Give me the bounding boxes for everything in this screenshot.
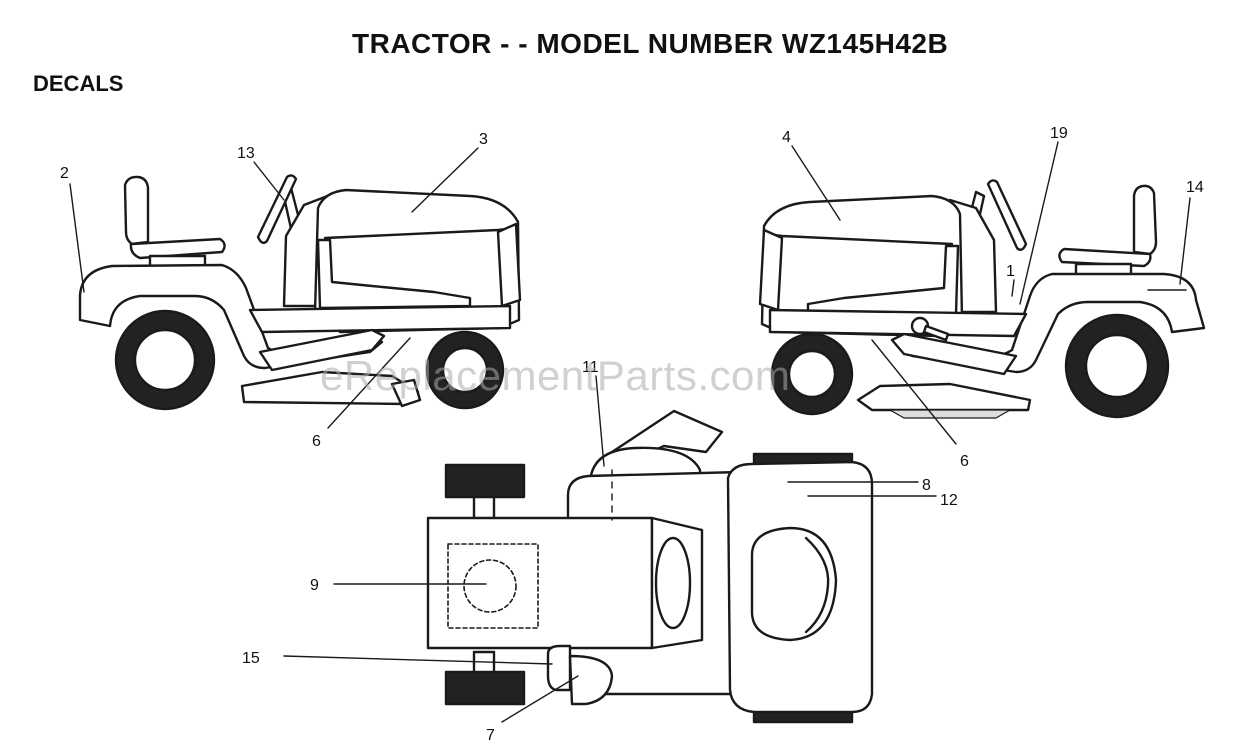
callout-labels: 2 13 3 6 4 19 14 1 6 11 8 12 9 15 7 bbox=[60, 125, 1204, 744]
seat-top-inner bbox=[804, 536, 830, 634]
leader-6-right bbox=[871, 339, 957, 445]
frame-rail bbox=[768, 308, 1028, 338]
callout-7: 7 bbox=[486, 727, 495, 744]
deck-underside bbox=[889, 409, 1011, 419]
leader-3 bbox=[411, 147, 479, 213]
rear-wheel-rim bbox=[1084, 333, 1150, 399]
seat-top bbox=[750, 526, 838, 642]
front-round bbox=[568, 654, 614, 706]
mower-deck bbox=[856, 382, 1032, 412]
hood-decal-outline bbox=[447, 543, 539, 629]
seat-cushion bbox=[129, 237, 226, 260]
deck-chute bbox=[390, 378, 422, 408]
callout-1: 1 bbox=[1006, 263, 1015, 280]
callout-9: 9 bbox=[310, 577, 319, 594]
watermark-text: eReplacementParts.com bbox=[320, 352, 791, 399]
section-heading: DECALS bbox=[33, 71, 124, 96]
front-wheel-rim bbox=[787, 349, 837, 399]
callout-8: 8 bbox=[922, 477, 931, 494]
front-left-tire bbox=[444, 463, 526, 499]
leader-7 bbox=[501, 675, 579, 723]
front-grille-top bbox=[546, 644, 572, 692]
hood-decal-circle bbox=[463, 559, 517, 613]
front-right-tire bbox=[444, 670, 526, 706]
right-side-view-tractor bbox=[758, 179, 1206, 419]
callout-14: 14 bbox=[1186, 179, 1204, 196]
page-title: TRACTOR - - MODEL NUMBER WZ145H42B bbox=[352, 28, 949, 59]
footrest bbox=[258, 328, 386, 372]
steering-wheel bbox=[986, 179, 1028, 251]
callout-15: 15 bbox=[242, 650, 260, 667]
top-view-tractor bbox=[426, 409, 874, 724]
frame-rail bbox=[248, 304, 512, 334]
front-wheel-rim bbox=[441, 346, 489, 394]
callout-6-right: 6 bbox=[960, 453, 969, 470]
leader-14 bbox=[1179, 197, 1191, 285]
rear-fender bbox=[78, 263, 384, 370]
callout-12: 12 bbox=[940, 492, 958, 509]
leader-2 bbox=[69, 183, 85, 293]
seat-back bbox=[1132, 184, 1158, 256]
front-left-spindle bbox=[472, 495, 496, 521]
rear-wheel-rim bbox=[133, 328, 197, 392]
leader-lines bbox=[69, 141, 1191, 723]
leader-6-left bbox=[327, 337, 411, 429]
hood-top bbox=[426, 516, 654, 650]
grille bbox=[758, 228, 784, 312]
leader-19 bbox=[1019, 141, 1059, 305]
callout-2: 2 bbox=[60, 165, 69, 182]
callout-13: 13 bbox=[237, 145, 255, 162]
seat-back bbox=[123, 175, 150, 246]
dash-oval bbox=[654, 536, 692, 630]
leader-11 bbox=[595, 375, 605, 467]
callout-6-left: 6 bbox=[312, 433, 321, 450]
callout-3: 3 bbox=[479, 131, 488, 148]
leader-4 bbox=[791, 145, 841, 221]
leader-1 bbox=[1011, 279, 1015, 297]
seat-cushion bbox=[1058, 247, 1152, 268]
steering-wheel bbox=[256, 174, 298, 244]
callout-4: 4 bbox=[782, 129, 791, 146]
leader-13 bbox=[253, 161, 285, 201]
lift-lever-arm bbox=[922, 324, 950, 342]
footrest bbox=[890, 332, 1018, 376]
grille bbox=[496, 222, 522, 308]
left-side-view-tractor bbox=[78, 174, 522, 411]
callout-11: 11 bbox=[582, 359, 599, 376]
leader-15 bbox=[283, 655, 553, 665]
callout-19: 19 bbox=[1050, 125, 1068, 142]
